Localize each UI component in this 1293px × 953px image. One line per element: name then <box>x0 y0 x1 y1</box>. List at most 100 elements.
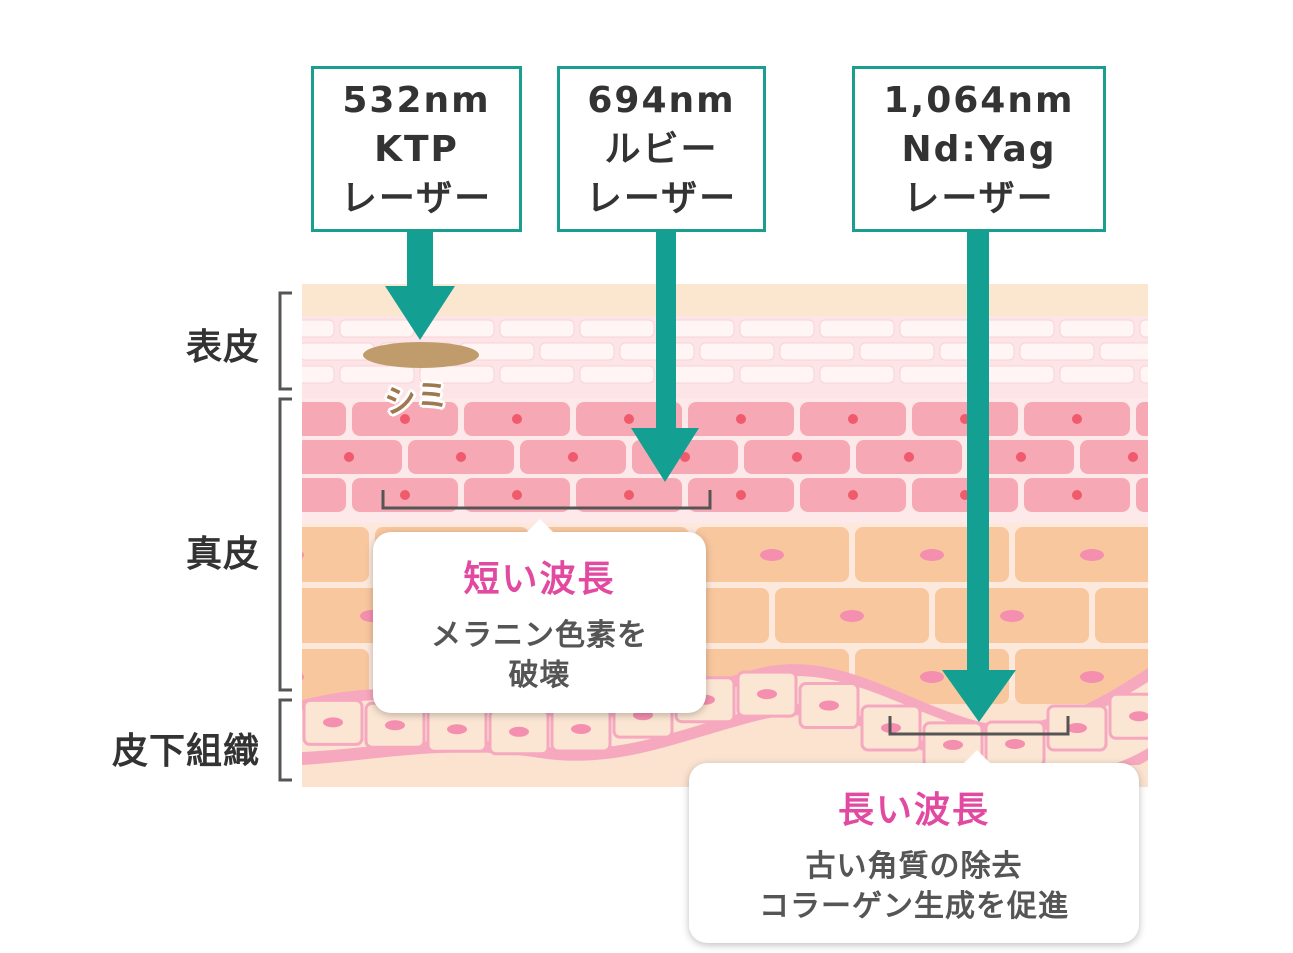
epidermis-cell <box>1059 319 1135 338</box>
epidermis-cell <box>302 342 375 361</box>
epidermis-cell <box>819 319 895 338</box>
arrow-694-shaft <box>656 232 676 430</box>
cell-nucleus <box>1080 671 1104 683</box>
wavelength-1064: 1,064nm <box>883 79 1075 121</box>
cell-nucleus <box>1128 452 1138 462</box>
cell-nucleus <box>1072 490 1082 500</box>
short-wave-title: 短い波長 <box>463 559 616 600</box>
laser-name-ruby: ルビー <box>604 128 719 170</box>
laser-box-694: 694nm ルビー レーザー <box>557 66 766 232</box>
cell-nucleus <box>323 717 343 728</box>
long-wave-bracket <box>888 716 1070 736</box>
epidermis-cell <box>819 365 895 384</box>
cell-nucleus <box>1005 738 1025 749</box>
wavelength-694: 694nm <box>587 79 736 121</box>
pigment-spot <box>363 342 479 368</box>
cell-nucleus <box>1016 452 1026 462</box>
epidermis-cell <box>899 319 975 338</box>
epidermis-cell <box>859 342 935 361</box>
dermis-bracket <box>278 397 292 692</box>
dermis-orange-cell <box>302 527 369 582</box>
short-wave-line1: メラニン色素を <box>431 618 648 653</box>
cell-nucleus <box>302 551 304 559</box>
cell-nucleus <box>792 452 802 462</box>
dermis-pink-cell <box>1136 402 1148 436</box>
long-wave-line1: 古い角質の除去 <box>805 849 1023 884</box>
cell-nucleus <box>288 490 298 500</box>
cell-nucleus <box>512 490 522 500</box>
cell-nucleus <box>400 414 410 424</box>
dermis-pink-cell <box>1080 440 1148 474</box>
cell-nucleus <box>904 452 914 462</box>
cell-nucleus <box>840 610 864 622</box>
epidermis-cell <box>339 319 415 338</box>
dermis-orange-cell <box>1095 588 1148 643</box>
laser-box-1064: 1,064nm Nd:Yag レーザー <box>852 66 1106 232</box>
label-dermis: 真皮 <box>185 534 260 575</box>
cell-nucleus <box>757 689 777 700</box>
epidermis-bracket <box>278 291 292 391</box>
cell-nucleus <box>568 452 578 462</box>
epidermis-cell <box>1059 365 1135 384</box>
epidermis-cell <box>579 365 655 384</box>
epidermis-cell <box>499 319 575 338</box>
spot-label: シミ <box>381 374 451 422</box>
cell-nucleus <box>624 414 634 424</box>
cell-nucleus <box>736 490 746 500</box>
cell-nucleus <box>302 673 304 681</box>
cell-nucleus <box>624 490 634 500</box>
epidermis-cell <box>539 342 615 361</box>
epidermis-cell <box>419 365 495 384</box>
epidermis-cell <box>979 319 1055 338</box>
dermis-pink-cell <box>302 478 346 512</box>
cell-nucleus <box>920 671 944 683</box>
cell-nucleus <box>680 452 690 462</box>
long-wave-callout: 長い波長 古い角質の除去 コラーゲン生成を促進 <box>689 750 1139 943</box>
cell-nucleus <box>447 724 467 735</box>
epidermis-cell <box>579 319 655 338</box>
cell-nucleus <box>760 549 784 561</box>
cell-nucleus <box>512 414 522 424</box>
cell-nucleus <box>571 723 591 734</box>
arrow-694-head <box>631 428 699 482</box>
cell-nucleus <box>943 739 963 750</box>
dermis-pink-cells <box>288 402 1194 512</box>
epidermis-cell <box>1099 342 1148 361</box>
epidermis-cell <box>1139 319 1148 338</box>
dermis-pink-cell <box>1136 478 1148 512</box>
epidermis-cell <box>779 342 855 361</box>
epidermis-cell <box>499 365 575 384</box>
epidermis-cell <box>1019 342 1095 361</box>
arrow-1064-head <box>942 670 1016 722</box>
cell-nucleus <box>1160 610 1184 622</box>
subcutaneous-bracket <box>278 698 292 782</box>
dermis-pink-cell <box>302 402 346 436</box>
epidermis-cell <box>302 365 335 384</box>
epidermis-cell <box>739 365 815 384</box>
callout-pointer <box>963 750 991 764</box>
epidermis-cell <box>739 319 815 338</box>
cell-nucleus <box>456 452 466 462</box>
cell-nucleus <box>288 414 298 424</box>
cell-nucleus <box>1184 490 1194 500</box>
cell-nucleus <box>509 726 529 737</box>
cell-nucleus <box>1000 610 1024 622</box>
arrow-1064-shaft <box>967 232 989 672</box>
epidermis-cell <box>1139 365 1148 384</box>
laser-type-532: レーザー <box>340 177 493 219</box>
wavelength-532: 532nm <box>342 79 491 121</box>
cell-nucleus <box>848 490 858 500</box>
long-wave-title: 長い波長 <box>837 790 990 831</box>
epidermis-cell <box>899 365 975 384</box>
cell-nucleus <box>1080 549 1104 561</box>
epidermis-cell <box>339 365 415 384</box>
cell-nucleus <box>1067 723 1087 734</box>
cell-nucleus <box>344 452 354 462</box>
epidermis-cell <box>302 319 335 338</box>
long-wave-line2: コラーゲン生成を促進 <box>759 889 1069 924</box>
laser-type-694: レーザー <box>585 177 738 219</box>
arrow-532-head <box>385 286 455 340</box>
dermis-orange-cell <box>302 649 369 704</box>
arrow-532-shaft <box>407 232 433 288</box>
cell-nucleus <box>848 414 858 424</box>
